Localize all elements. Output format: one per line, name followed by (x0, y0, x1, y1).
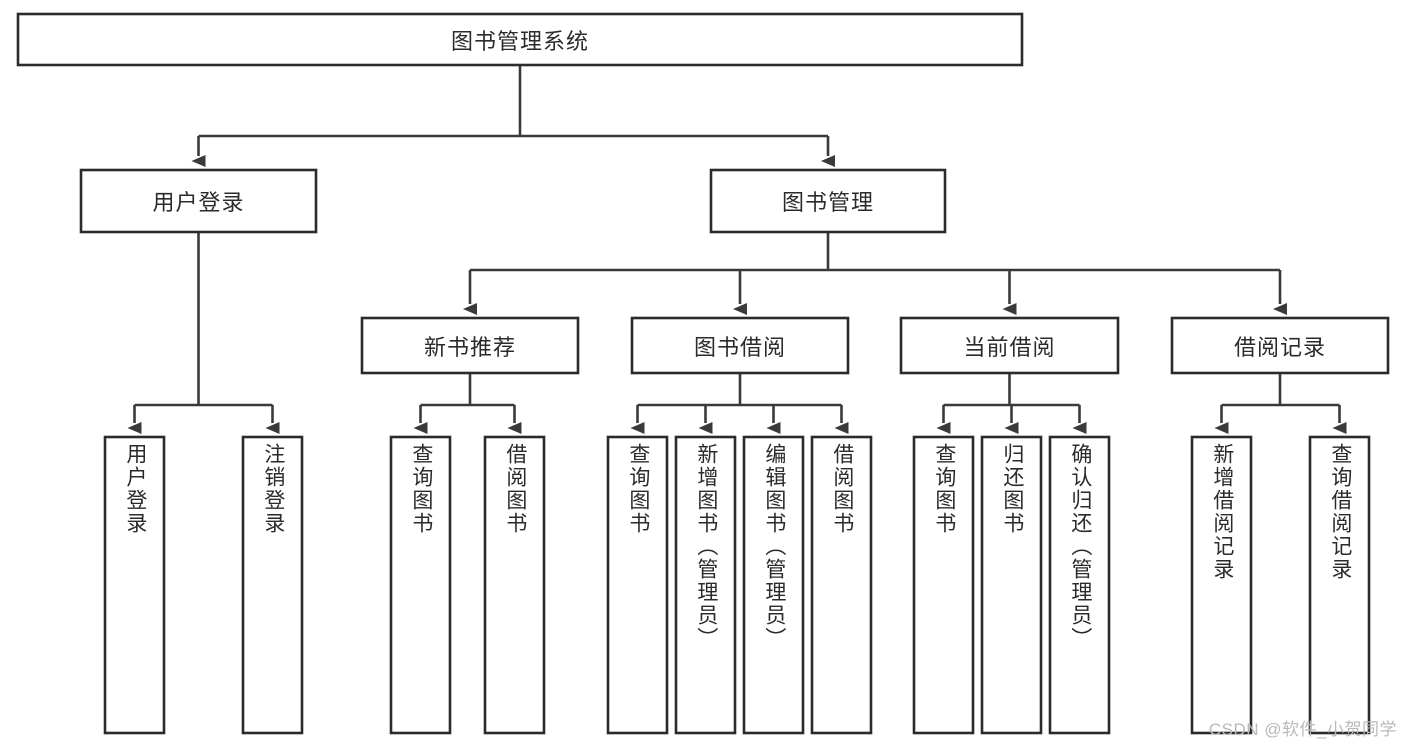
leaf-box[interactable] (606, 435, 669, 735)
leaf-box[interactable] (1190, 435, 1253, 735)
leaf-box[interactable] (483, 435, 546, 735)
level3-box[interactable] (899, 316, 1120, 375)
level2-box[interactable] (709, 168, 947, 234)
connectors-layer (127, 65, 1347, 434)
leaf-box[interactable] (389, 435, 452, 735)
level2-box[interactable] (79, 168, 318, 234)
root-box[interactable] (16, 12, 1024, 67)
leaf-box[interactable] (1308, 435, 1371, 735)
leaf-box[interactable] (1048, 435, 1111, 735)
leaf-box[interactable] (241, 435, 304, 735)
leaf-box[interactable] (103, 435, 166, 735)
leaf-box[interactable] (674, 435, 737, 735)
level3-box[interactable] (360, 316, 580, 375)
leaf-box[interactable] (742, 435, 805, 735)
level3-box[interactable] (1170, 316, 1390, 375)
watermark-text: CSDN @软件_小贺同学 (1208, 720, 1397, 739)
leaf-box[interactable] (810, 435, 873, 735)
level3-box[interactable] (630, 316, 850, 375)
boxes-layer (16, 12, 1390, 735)
leaf-box[interactable] (980, 435, 1043, 735)
leaf-box[interactable] (912, 435, 975, 735)
